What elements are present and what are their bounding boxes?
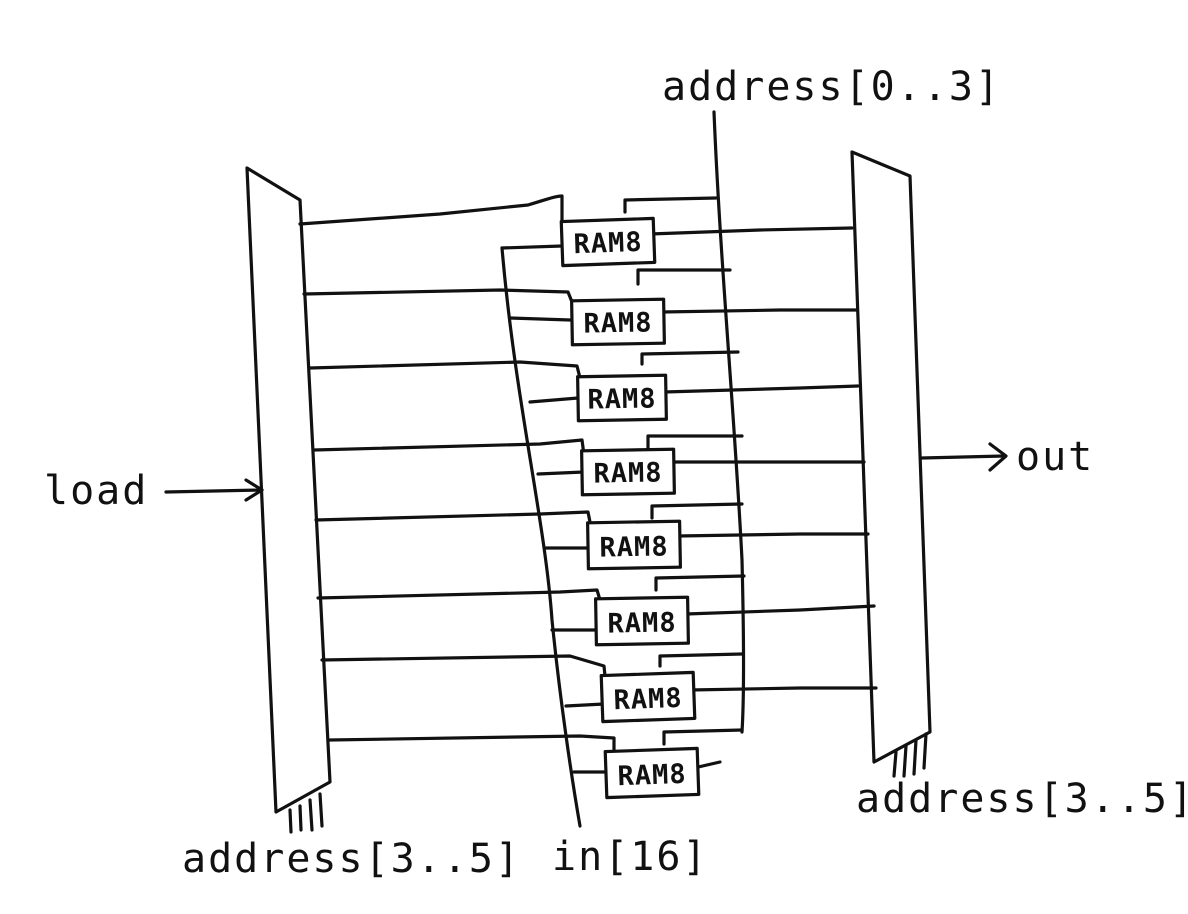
in-tap-7 (564, 702, 606, 708)
address-taps (623, 196, 746, 746)
load-line-8 (328, 734, 616, 752)
label-address-right-bottom: address[3..5] (856, 776, 1188, 822)
load-line-6 (316, 588, 602, 602)
bus-lines (500, 110, 746, 828)
ram-block-8: RAM8 (603, 746, 701, 800)
ram-block-6: RAM8 (594, 595, 690, 647)
ram-block-4: RAM8 (580, 447, 676, 497)
mux-input-lines (648, 226, 878, 770)
load-arrowhead-icon (244, 478, 264, 502)
ram-block-3: RAM8 (576, 373, 668, 423)
addr-tap-8 (662, 728, 744, 746)
ram-label-6: RAM8 (607, 607, 677, 639)
label-address-left-bottom: address[3..5] (182, 836, 521, 882)
out-arrow (920, 442, 1008, 472)
in-tap-3 (528, 396, 580, 404)
load-line-5 (314, 510, 592, 524)
ram-block-7: RAM8 (599, 670, 697, 724)
ram-label-4: RAM8 (593, 457, 663, 489)
load-line-2 (302, 288, 574, 304)
mux-select-wires (892, 732, 928, 778)
address-bus-line (712, 110, 746, 734)
demux-output-lines (298, 194, 616, 752)
out-line-1 (648, 226, 854, 236)
load-line-4 (312, 438, 586, 457)
out-arrowhead-icon (988, 442, 1008, 472)
in-tap-2 (508, 316, 572, 322)
out-line-2 (660, 308, 858, 314)
addr-tap-2 (636, 268, 732, 286)
ram-block-1: RAM8 (559, 216, 657, 268)
ram-label-3: RAM8 (587, 383, 657, 415)
mux-block (850, 150, 932, 764)
ram-block-2: RAM8 (570, 297, 666, 347)
ram-label-8: RAM8 (617, 759, 687, 792)
demux-block (245, 166, 332, 814)
label-load: load (44, 468, 148, 514)
label-out: out (1016, 434, 1094, 480)
load-line-7 (320, 654, 607, 678)
addr-tap-6 (654, 574, 746, 592)
addr-tap-1 (623, 196, 718, 214)
out-line-7 (688, 686, 878, 692)
load-arrow (164, 478, 264, 502)
in-bus-line (500, 246, 582, 828)
out-line-3 (662, 384, 860, 394)
addr-tap-7 (658, 652, 744, 668)
in-taps (500, 244, 610, 774)
addr-tap-3 (640, 350, 740, 366)
demux-select-wires (288, 792, 324, 834)
label-in: in[16] (552, 834, 709, 880)
load-line-3 (308, 360, 582, 380)
ram-block-5: RAM8 (586, 519, 682, 571)
out-line-5 (676, 532, 870, 538)
addr-tap-4 (646, 434, 744, 450)
in-tap-4 (536, 470, 586, 476)
in-tap-1 (500, 244, 564, 250)
out-line-6 (684, 604, 876, 616)
label-address-top: address[0..3] (662, 64, 1001, 110)
ram-label-2: RAM8 (583, 307, 653, 339)
load-line-1 (298, 194, 564, 226)
ram-label-7: RAM8 (613, 683, 683, 716)
ram-label-5: RAM8 (599, 531, 669, 563)
addr-tap-5 (650, 502, 744, 520)
ram-label-1: RAM8 (573, 227, 643, 260)
